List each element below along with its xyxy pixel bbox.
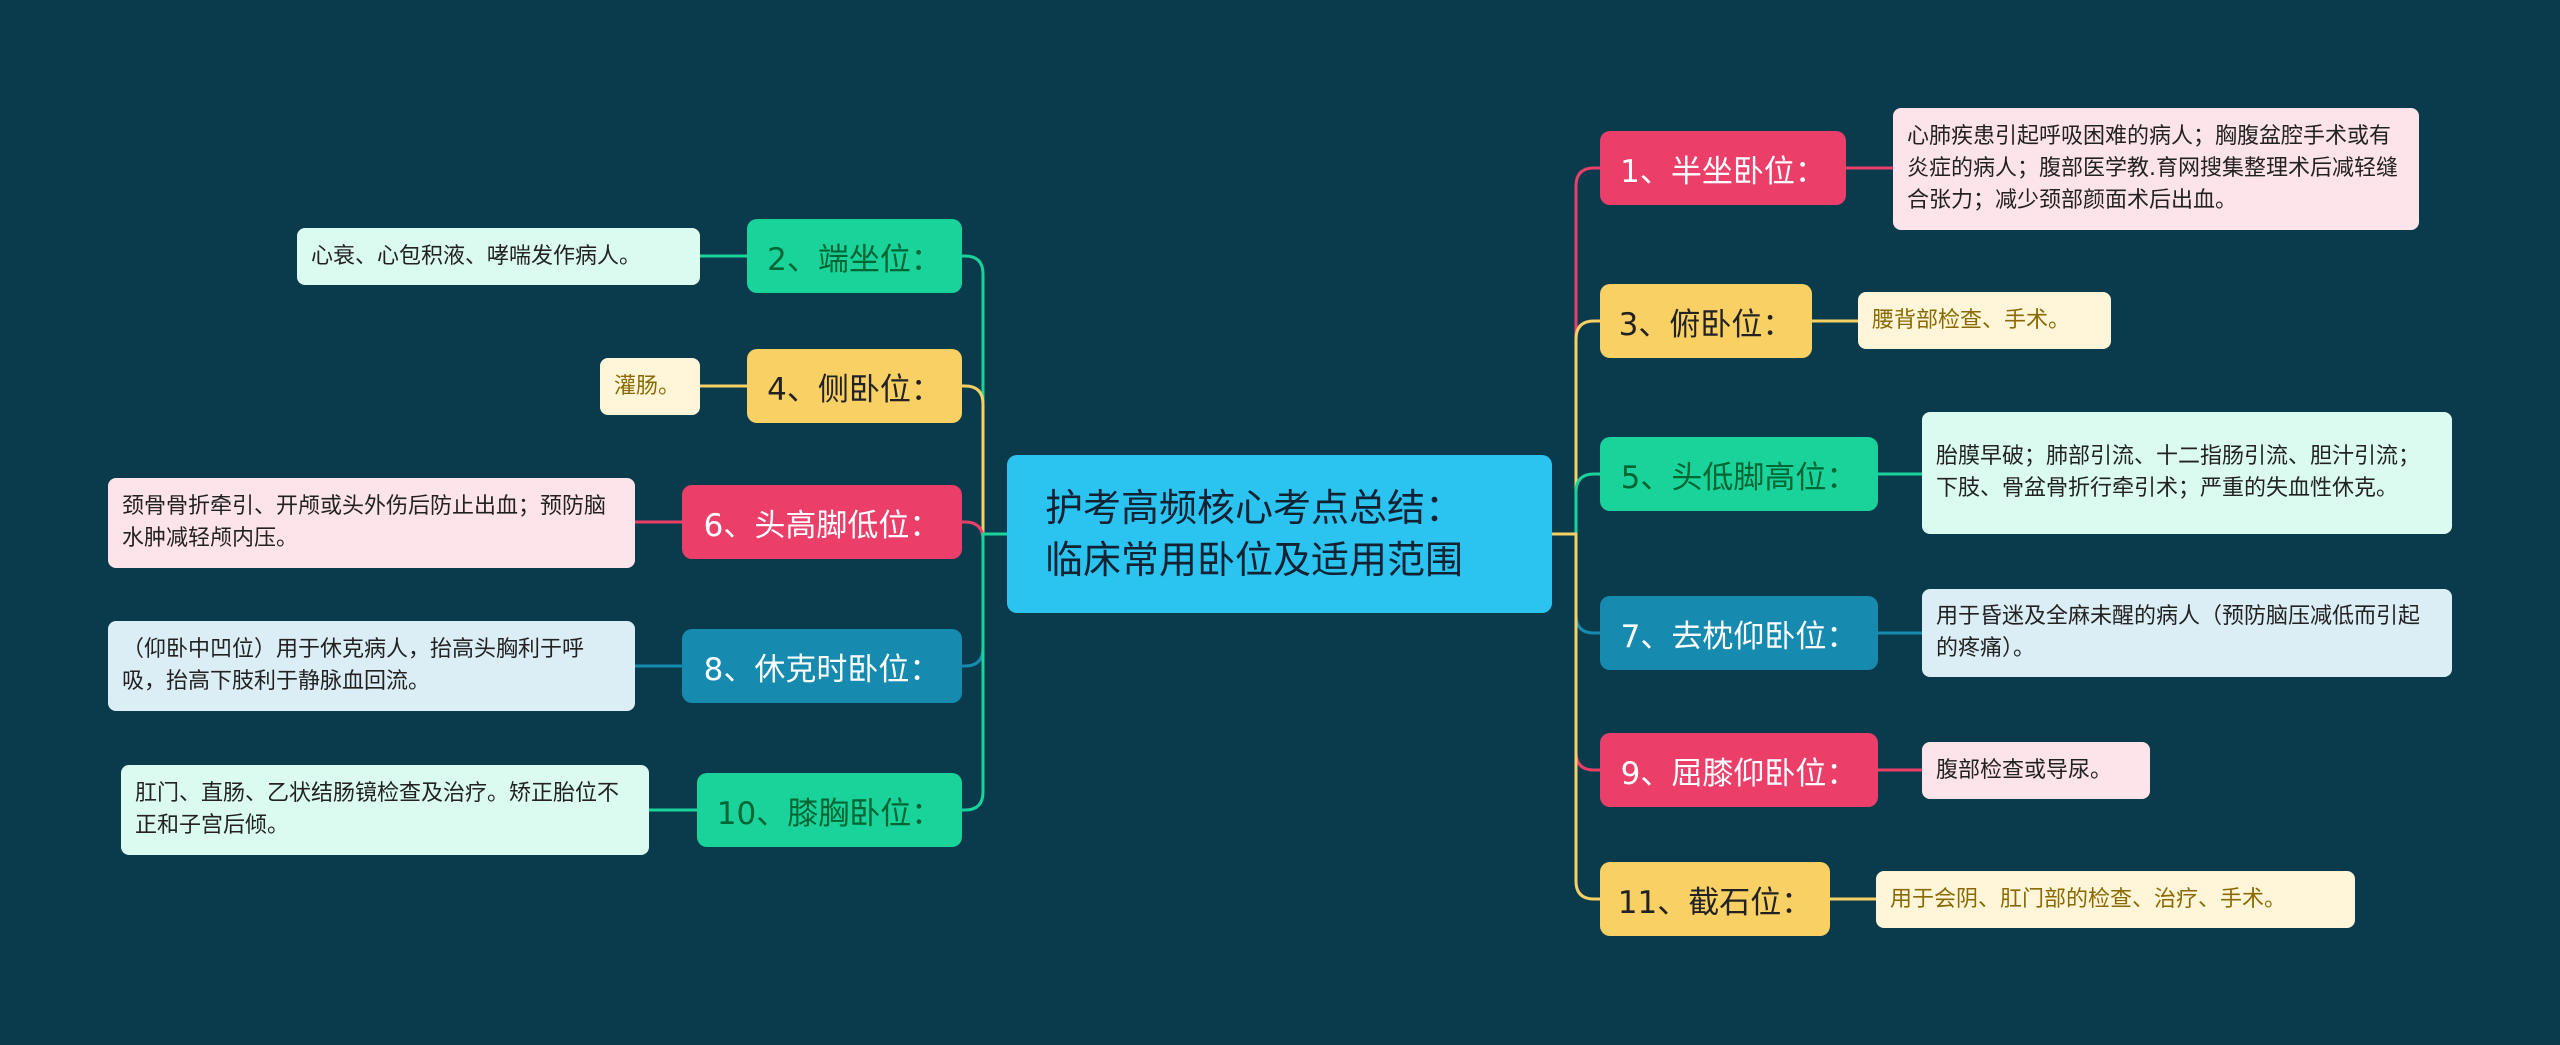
leaf-left-8: （仰卧中凹位）用于休克病人，抬高头胸利于呼吸，抬高下肢利于静脉血回流。 xyxy=(108,621,635,711)
leaf-text: 用于会阴、肛门部的检查、治疗、手术。 xyxy=(1890,886,2287,912)
branch-label: 3、俯卧位： xyxy=(1618,306,1794,343)
leaf-text: 胎膜早破；肺部引流、十二指肠引流、胆汁引流；下肢、骨盆骨折行牵引术；严重的失血性… xyxy=(1936,444,2421,501)
leaf-text: 腹部检查或导尿。 xyxy=(1936,757,2113,783)
leaf-right-5: 胎膜早破；肺部引流、十二指肠引流、胆汁引流；下肢、骨盆骨折行牵引术；严重的失血性… xyxy=(1922,412,2452,534)
connector-right xyxy=(1552,532,1600,901)
leaf-text: 颈骨骨折牵引、开颅或头外伤后防止出血；预防脑水肿减轻颅内压。 xyxy=(122,494,607,551)
branch-right-3: 3、俯卧位： xyxy=(1600,284,1812,358)
leaf-right-1: 心肺疾患引起呼吸困难的病人；胸腹盆腔手术或有炎症的病人；腹部医学教.育网搜集整理… xyxy=(1893,108,2419,230)
branch-left-6: 6、头高脚低位： xyxy=(682,485,962,559)
branch-right-7: 7、去枕仰卧位： xyxy=(1600,596,1878,670)
central-title-line-2: 临床常用卧位及适用范围 xyxy=(1045,538,1464,582)
branch-right-9: 9、屈膝仰卧位： xyxy=(1600,733,1878,807)
leaf-right-11: 用于会阴、肛门部的检查、治疗、手术。 xyxy=(1876,871,2355,928)
branch-label: 1、半坐卧位： xyxy=(1620,153,1826,190)
leaf-text: （仰卧中凹位）用于休克病人，抬高头胸利于呼吸，抬高下肢利于静脉血回流。 xyxy=(122,637,585,694)
branch-left-10: 10、膝胸卧位： xyxy=(697,773,962,847)
central-title-line-1: 护考高频核心考点总结： xyxy=(1045,486,1464,530)
leaf-right-9: 腹部检查或导尿。 xyxy=(1922,742,2150,799)
leaf-left-4: 灌肠。 xyxy=(600,358,700,415)
leaf-right-7: 用于昏迷及全麻未醒的病人（预防脑压减低而引起的疼痛）。 xyxy=(1922,589,2452,677)
branch-label: 10、膝胸卧位： xyxy=(716,795,943,832)
branch-right-11: 11、截石位： xyxy=(1600,862,1830,936)
branch-label: 2、端坐位： xyxy=(767,241,942,278)
leaf-text: 用于昏迷及全麻未醒的病人（预防脑压减低而引起的疼痛）。 xyxy=(1936,604,2421,661)
connector-left xyxy=(962,254,1007,536)
leaf-text: 心肺疾患引起呼吸困难的病人；胸腹盆腔手术或有炎症的病人；腹部医学教.育网搜集整理… xyxy=(1907,124,2398,213)
branch-label: 7、去枕仰卧位： xyxy=(1620,618,1858,655)
leaf-left-6: 颈骨骨折牵引、开颅或头外伤后防止出血；预防脑水肿减轻颅内压。 xyxy=(108,478,635,568)
branch-label: 4、侧卧位： xyxy=(767,371,942,408)
leaf-text: 肛门、直肠、乙状结肠镜检查及治疗。矫正胎位不正和子宫后倾。 xyxy=(135,781,620,838)
branch-left-4: 4、侧卧位： xyxy=(747,349,962,423)
leaf-text: 腰背部检查、手术。 xyxy=(1872,307,2071,333)
connector-left xyxy=(962,384,1007,536)
connector-left xyxy=(962,532,1007,812)
branch-label: 11、截石位： xyxy=(1617,884,1813,921)
branch-label: 5、头低脚高位： xyxy=(1620,459,1858,496)
leaf-left-10: 肛门、直肠、乙状结肠镜检查及治疗。矫正胎位不正和子宫后倾。 xyxy=(121,765,649,855)
leaf-text: 灌肠。 xyxy=(614,373,681,399)
branch-left-8: 8、休克时卧位： xyxy=(682,629,962,703)
leaf-right-3: 腰背部检查、手术。 xyxy=(1858,292,2111,349)
connector-right xyxy=(1552,472,1600,536)
branch-right-5: 5、头低脚高位： xyxy=(1600,437,1878,511)
leaf-left-2: 心衰、心包积液、哮喘发作病人。 xyxy=(297,228,700,285)
leaf-text: 心衰、心包积液、哮喘发作病人。 xyxy=(311,243,642,269)
branch-label: 8、休克时卧位： xyxy=(703,651,941,688)
branch-right-1: 1、半坐卧位： xyxy=(1600,131,1846,205)
connector-right xyxy=(1552,319,1600,536)
central-topic: 护考高频核心考点总结： 临床常用卧位及适用范围 xyxy=(1007,455,1552,613)
branch-left-2: 2、端坐位： xyxy=(747,219,962,293)
branch-label: 6、头高脚低位： xyxy=(703,507,941,544)
branch-label: 9、屈膝仰卧位： xyxy=(1620,755,1858,792)
connector-right xyxy=(1552,166,1600,536)
